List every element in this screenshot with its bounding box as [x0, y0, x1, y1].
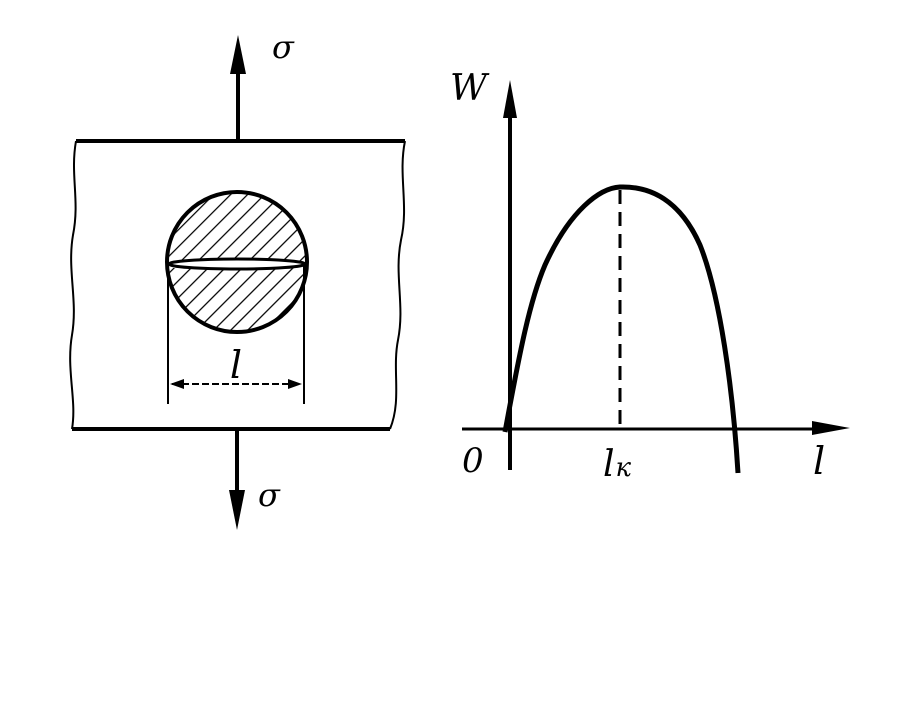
- stress-arrowhead-top: [230, 35, 246, 74]
- stress-label-bottom: σ: [258, 476, 281, 514]
- y-axis-arrowhead: [503, 80, 517, 118]
- x-axis-label: l: [813, 439, 825, 483]
- dimension-arrow-right: [288, 379, 302, 389]
- y-axis-label: W: [450, 68, 490, 109]
- crack: [167, 257, 307, 271]
- energy-graph: W l 0 lк: [450, 68, 850, 485]
- dimension-arrow-left: [170, 379, 184, 389]
- critical-length-symbol: l: [603, 444, 615, 485]
- origin-label: 0: [462, 441, 484, 481]
- critical-length-label: lк: [603, 444, 632, 485]
- x-axis-arrowhead: [812, 421, 850, 435]
- plate-with-crack: l σ σ: [69, 28, 406, 530]
- critical-length-subscript: к: [616, 453, 632, 483]
- crack-length-label: l: [230, 343, 242, 387]
- plate-left-break-line: [69, 140, 77, 430]
- plate-right-break-line: [389, 140, 406, 430]
- stress-arrowhead-bottom: [229, 490, 245, 530]
- stress-label-top: σ: [272, 28, 295, 66]
- energy-curve: [502, 184, 741, 474]
